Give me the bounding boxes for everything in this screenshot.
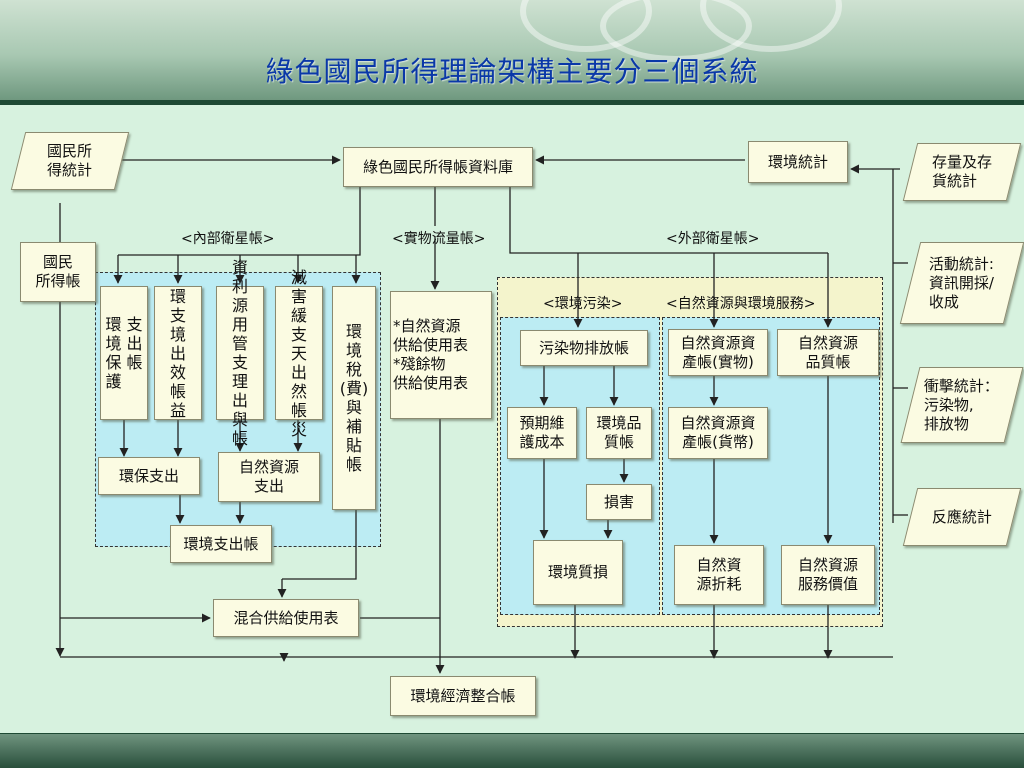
env-econ-integrated-node: 環境經濟整合帳 bbox=[390, 676, 536, 716]
pollution-emission-node: 污染物排放帳 bbox=[520, 330, 648, 366]
disaster-relief-node: 減 害 緩 支 天 出 然 帳 災 bbox=[275, 268, 323, 439]
national-income-stats-text: 國民所 得統計 bbox=[47, 142, 93, 179]
label-env-pollution: <環境污染> bbox=[543, 296, 623, 312]
env-protect-exp-efficiency-node: 環 支 境 出 效 帳 益 bbox=[154, 286, 202, 420]
env-protect-exp-benefit-node: 環支境出保帳護 bbox=[100, 286, 148, 420]
env-quality-node: 環境品 質帳 bbox=[586, 407, 652, 459]
nat-service-value-node: 自然資源 服務價值 bbox=[781, 545, 875, 605]
label-external-satellite: <外部衛星帳> bbox=[666, 231, 760, 247]
expected-maintenance-cost-node: 預期維 護成本 bbox=[507, 407, 577, 459]
vertical-char: 帳 bbox=[126, 353, 143, 372]
nat-asset-monetary-node: 自然資源資 產帳(貨幣) bbox=[668, 407, 768, 459]
vertical-char: 環 bbox=[105, 315, 122, 334]
nat-quality-node: 自然資源 品質帳 bbox=[777, 329, 879, 376]
slide-header: 綠色國民所得理論架構主要分三個系統 bbox=[0, 0, 1024, 100]
vertical-char: 護 bbox=[105, 372, 122, 391]
env-stats-node: 環境統計 bbox=[748, 141, 848, 183]
impact-stats-node: 衝擊統計： 污染物, 排放物 bbox=[900, 367, 1024, 443]
slide-title: 綠色國民所得理論架構主要分三個系統 bbox=[265, 55, 759, 88]
activity-stats-text: 活動統計: 資訊開採/ 收成 bbox=[929, 254, 995, 311]
green-db-node: 綠色國民所得帳資料庫 bbox=[343, 147, 533, 187]
nat-depletion-node: 自然資 源折耗 bbox=[674, 545, 764, 605]
label-nat-resources-services: <自然資源與環境服務> bbox=[666, 296, 816, 312]
resource-mgmt-node: 資 利 源 用 管 支 理 出 與 帳 bbox=[216, 258, 264, 448]
env-degradation-node: 環境質損 bbox=[533, 540, 623, 605]
stock-stats-text: 存量及存 貨統計 bbox=[931, 153, 992, 190]
resource-supply-use-node: *自然資源 供給使用表 *殘餘物 供給使用表 bbox=[390, 291, 492, 419]
vertical-char: 出 bbox=[126, 334, 143, 353]
response-stats-node: 反應統計 bbox=[902, 488, 1022, 546]
national-income-stats-node: 國民所 得統計 bbox=[10, 132, 130, 190]
mixed-supply-use-node: 混合供給使用表 bbox=[213, 599, 359, 637]
env-protect-exp-node: 環保支出 bbox=[98, 457, 200, 495]
env-tax-subsidy-node: 環 境 稅 (費) 與 補 貼 帳 bbox=[332, 286, 376, 510]
slide-footer bbox=[0, 734, 1024, 768]
label-internal-satellite: <內部衛星帳> bbox=[181, 231, 275, 247]
impact-stats-text: 衝擊統計： 污染物, 排放物 bbox=[924, 376, 1000, 433]
activity-stats-node: 活動統計: 資訊開採/ 收成 bbox=[899, 242, 1024, 324]
stock-stats-node: 存量及存 貨統計 bbox=[902, 143, 1022, 201]
vertical-char: 保 bbox=[105, 353, 122, 372]
vertical-char: 支 bbox=[126, 315, 143, 334]
natural-resource-exp-node: 自然資源 支出 bbox=[218, 452, 320, 502]
vertical-char: 境 bbox=[105, 334, 122, 353]
diagram-canvas: <內部衛星帳> <實物流量帳> <外部衛星帳> <環境污染> <自然資源與環境服… bbox=[0, 105, 1024, 733]
response-stats-text: 反應統計 bbox=[931, 507, 992, 526]
national-income-account-node: 國民 所得帳 bbox=[20, 242, 96, 302]
damage-node: 損害 bbox=[586, 484, 652, 520]
label-physical-flow: <實物流量帳> bbox=[392, 231, 486, 247]
nat-asset-physical-node: 自然資源資 產帳(實物) bbox=[668, 329, 768, 376]
env-exp-account-node: 環境支出帳 bbox=[170, 525, 272, 563]
